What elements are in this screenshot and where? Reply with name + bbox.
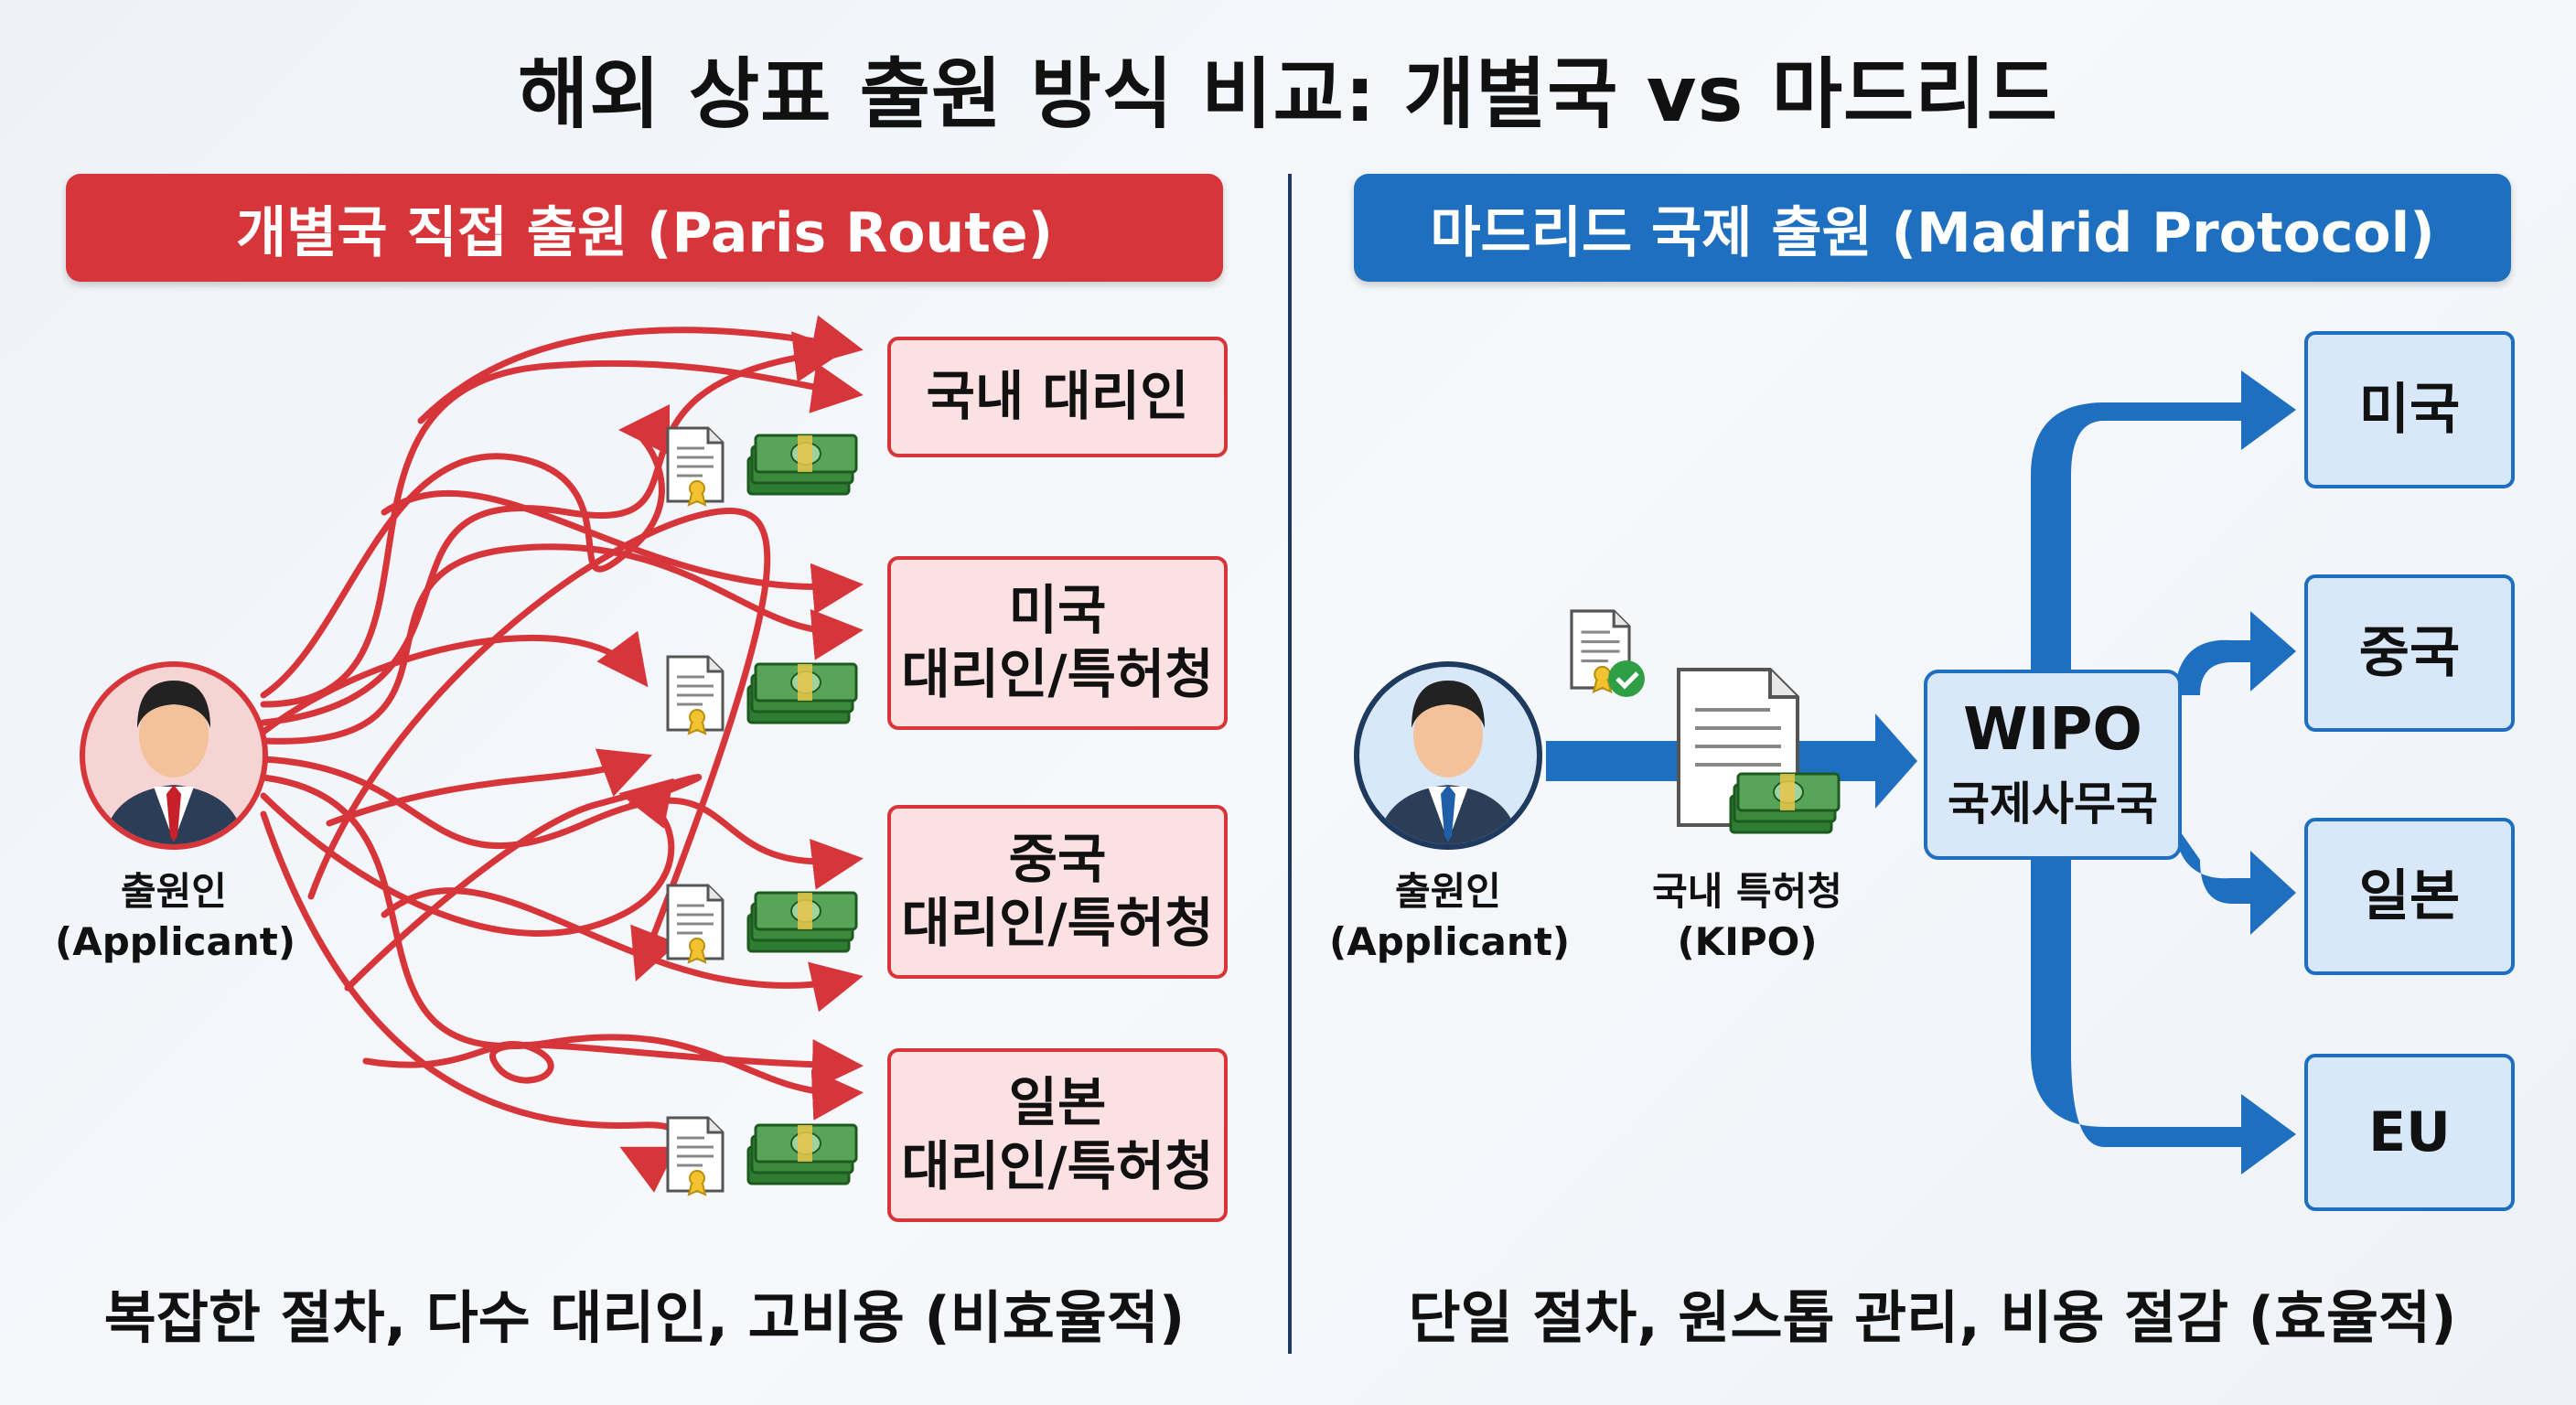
arrow-path — [260, 774, 864, 1121]
arrow-path — [260, 756, 864, 890]
page-title: 해외 상표 출원 방식 비교: 개별국 vs 마드리드 — [518, 49, 2058, 139]
applicant-avatar-left — [80, 661, 268, 850]
target-label: 중국 — [1008, 828, 1107, 891]
target-us: 미국 — [2304, 331, 2515, 488]
document-icon — [666, 426, 724, 507]
kipo-icons — [1570, 609, 1841, 834]
money-icon — [746, 1123, 858, 1185]
target-eu: EU — [2304, 1054, 2515, 1211]
target-jp-agent: 일본 대리인/특허청 — [887, 1048, 1228, 1222]
document-icon — [666, 1116, 724, 1196]
arrow-path — [381, 490, 864, 615]
wipo-box: WIPO 국제사무국 — [1924, 670, 2182, 860]
target-cn: 중국 — [2304, 574, 2515, 732]
arrow-path — [326, 748, 653, 827]
summary-left: 복잡한 절차, 다수 대리인, 고비용 (비효율적) — [103, 1284, 1186, 1351]
wipo-sub: 국제사무국 — [1948, 778, 2158, 831]
wipo-name: WIPO — [1963, 696, 2142, 764]
applicant-name: 출원인 — [121, 869, 227, 914]
madrid-flow-arrows — [1546, 370, 2296, 1174]
document-icon — [666, 655, 724, 735]
money-icon — [746, 891, 858, 953]
fee-icons-left — [666, 426, 858, 1196]
money-icon — [1729, 772, 1841, 834]
applicant-sub: (Applicant) — [1329, 918, 1571, 964]
target-label: 일본 — [1008, 1071, 1107, 1134]
arrow-path — [344, 774, 703, 992]
money-icon — [746, 662, 858, 724]
arrow-wipo-to-eu — [2031, 853, 2296, 1174]
arrow-wipo-to-jp — [2174, 823, 2296, 935]
arrow-wipo-to-cn — [2174, 611, 2296, 695]
arrow-path — [260, 543, 864, 745]
arrow-path — [260, 404, 671, 699]
target-us-agent: 미국 대리인/특허청 — [887, 556, 1228, 730]
summary-right: 단일 절차, 원스톱 관리, 비용 절감 (효율적) — [1408, 1284, 2457, 1351]
section-divider — [1288, 174, 1292, 1354]
applicant-label-right: 출원인 (Applicant) — [1329, 867, 1571, 967]
paris-route-banner: 개별국 직접 출원 (Paris Route) — [66, 174, 1223, 282]
target-domestic-agent: 국내 대리인 — [887, 337, 1228, 457]
arrow-path — [362, 1039, 864, 1091]
arrow-path — [307, 508, 771, 982]
applicant-name: 출원인 — [1395, 869, 1501, 914]
money-icon — [746, 434, 858, 496]
madrid-protocol-banner: 마드리드 국제 출원 (Madrid Protocol) — [1354, 174, 2511, 282]
arrow-path — [260, 630, 649, 735]
arrow-path — [417, 315, 864, 424]
target-sublabel: 대리인/특허청 — [901, 643, 1214, 705]
target-jp: 일본 — [2304, 818, 2515, 975]
paris-route-arrows — [260, 315, 864, 1193]
target-cn-agent: 중국 대리인/특허청 — [887, 805, 1228, 979]
arrow-wipo-to-us — [2031, 370, 2296, 670]
target-label: 국내 대리인 — [926, 365, 1189, 428]
document-icon — [666, 884, 724, 964]
arrow-path — [260, 359, 864, 708]
arrow-path — [381, 887, 864, 1013]
arrow-path — [260, 331, 845, 726]
check-icon — [1608, 660, 1645, 697]
applicant-label-left: 출원인 (Applicant) — [55, 867, 296, 967]
target-label: 미국 — [1008, 579, 1107, 642]
applicant-sub: (Applicant) — [55, 918, 296, 964]
target-sublabel: 대리인/특허청 — [901, 1135, 1214, 1197]
kipo-label: 국내 특허청(KIPO) — [1652, 869, 1842, 964]
applicant-avatar-right — [1354, 661, 1542, 850]
target-sublabel: 대리인/특허청 — [901, 892, 1214, 954]
